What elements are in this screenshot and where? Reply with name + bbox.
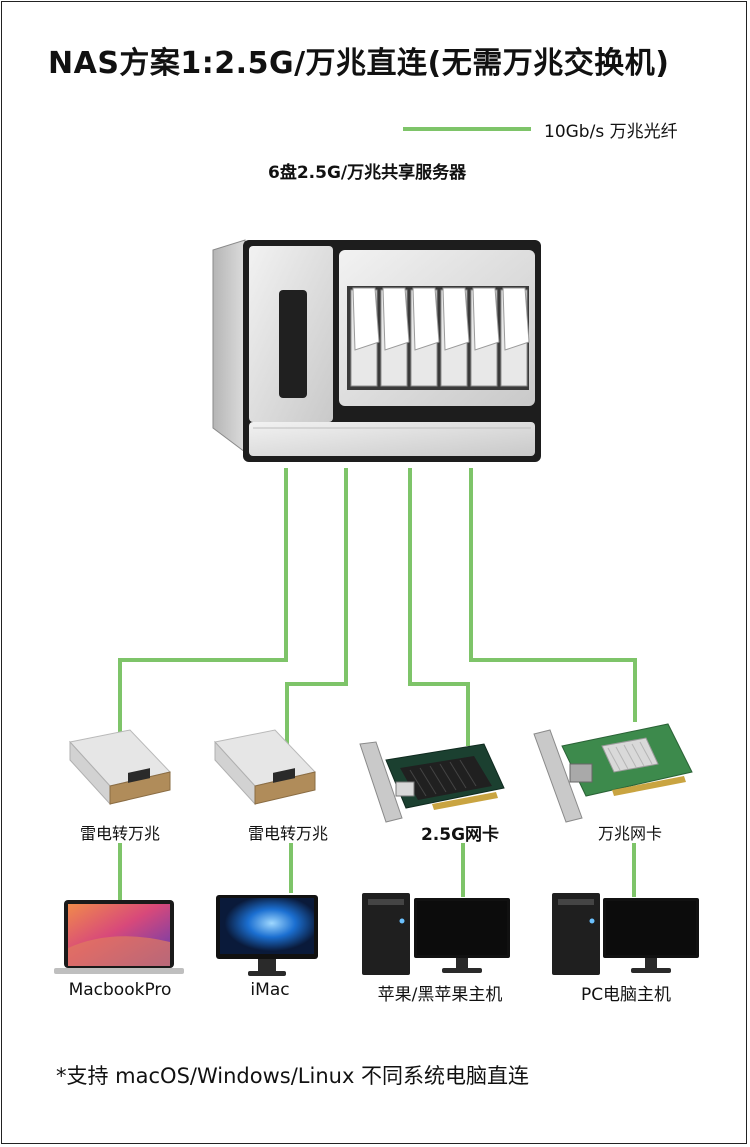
network-card-icon [533,723,693,823]
desktop-tower-icon [552,893,600,975]
wire-macbook [118,468,288,740]
computer-label: MacbookPro [68,980,172,1000]
thunderbolt-adapter-icon [69,729,171,806]
computer-label: PC电脑主机 [580,985,672,1005]
nas-server-icon [212,239,541,462]
adapter-label: 雷电转万兆 [247,824,328,843]
computer-label: iMac [250,980,290,1000]
laptop-icon [54,900,184,974]
adapter-label: 2.5G网卡 [420,825,500,845]
wire-imac [285,468,348,746]
page-title: NAS方案1:2.5G/万兆直连(无需万兆交换机) [48,46,670,81]
adapter-label: 雷电转万兆 [79,824,160,843]
thunderbolt-adapter-icon [214,729,316,806]
computer-label: 苹果/黑苹果主机 [377,985,503,1005]
server-label: 6盘2.5G/万兆共享服务器 [268,163,467,183]
footnote: *支持 macOS/Windows/Linux 不同系统电脑直连 [56,1064,530,1088]
monitor-icon [603,898,699,973]
adapter-label: 万兆网卡 [597,824,662,843]
desktop-tower-icon [362,893,410,975]
wire-pc-10g [469,468,637,722]
imac-icon [216,895,318,976]
network-card-icon [359,741,505,823]
legend-label: 10Gb/s 万兆光纤 [544,122,678,142]
wire-pc-25g [408,468,470,746]
legend-line [403,127,531,131]
monitor-icon [414,898,510,973]
